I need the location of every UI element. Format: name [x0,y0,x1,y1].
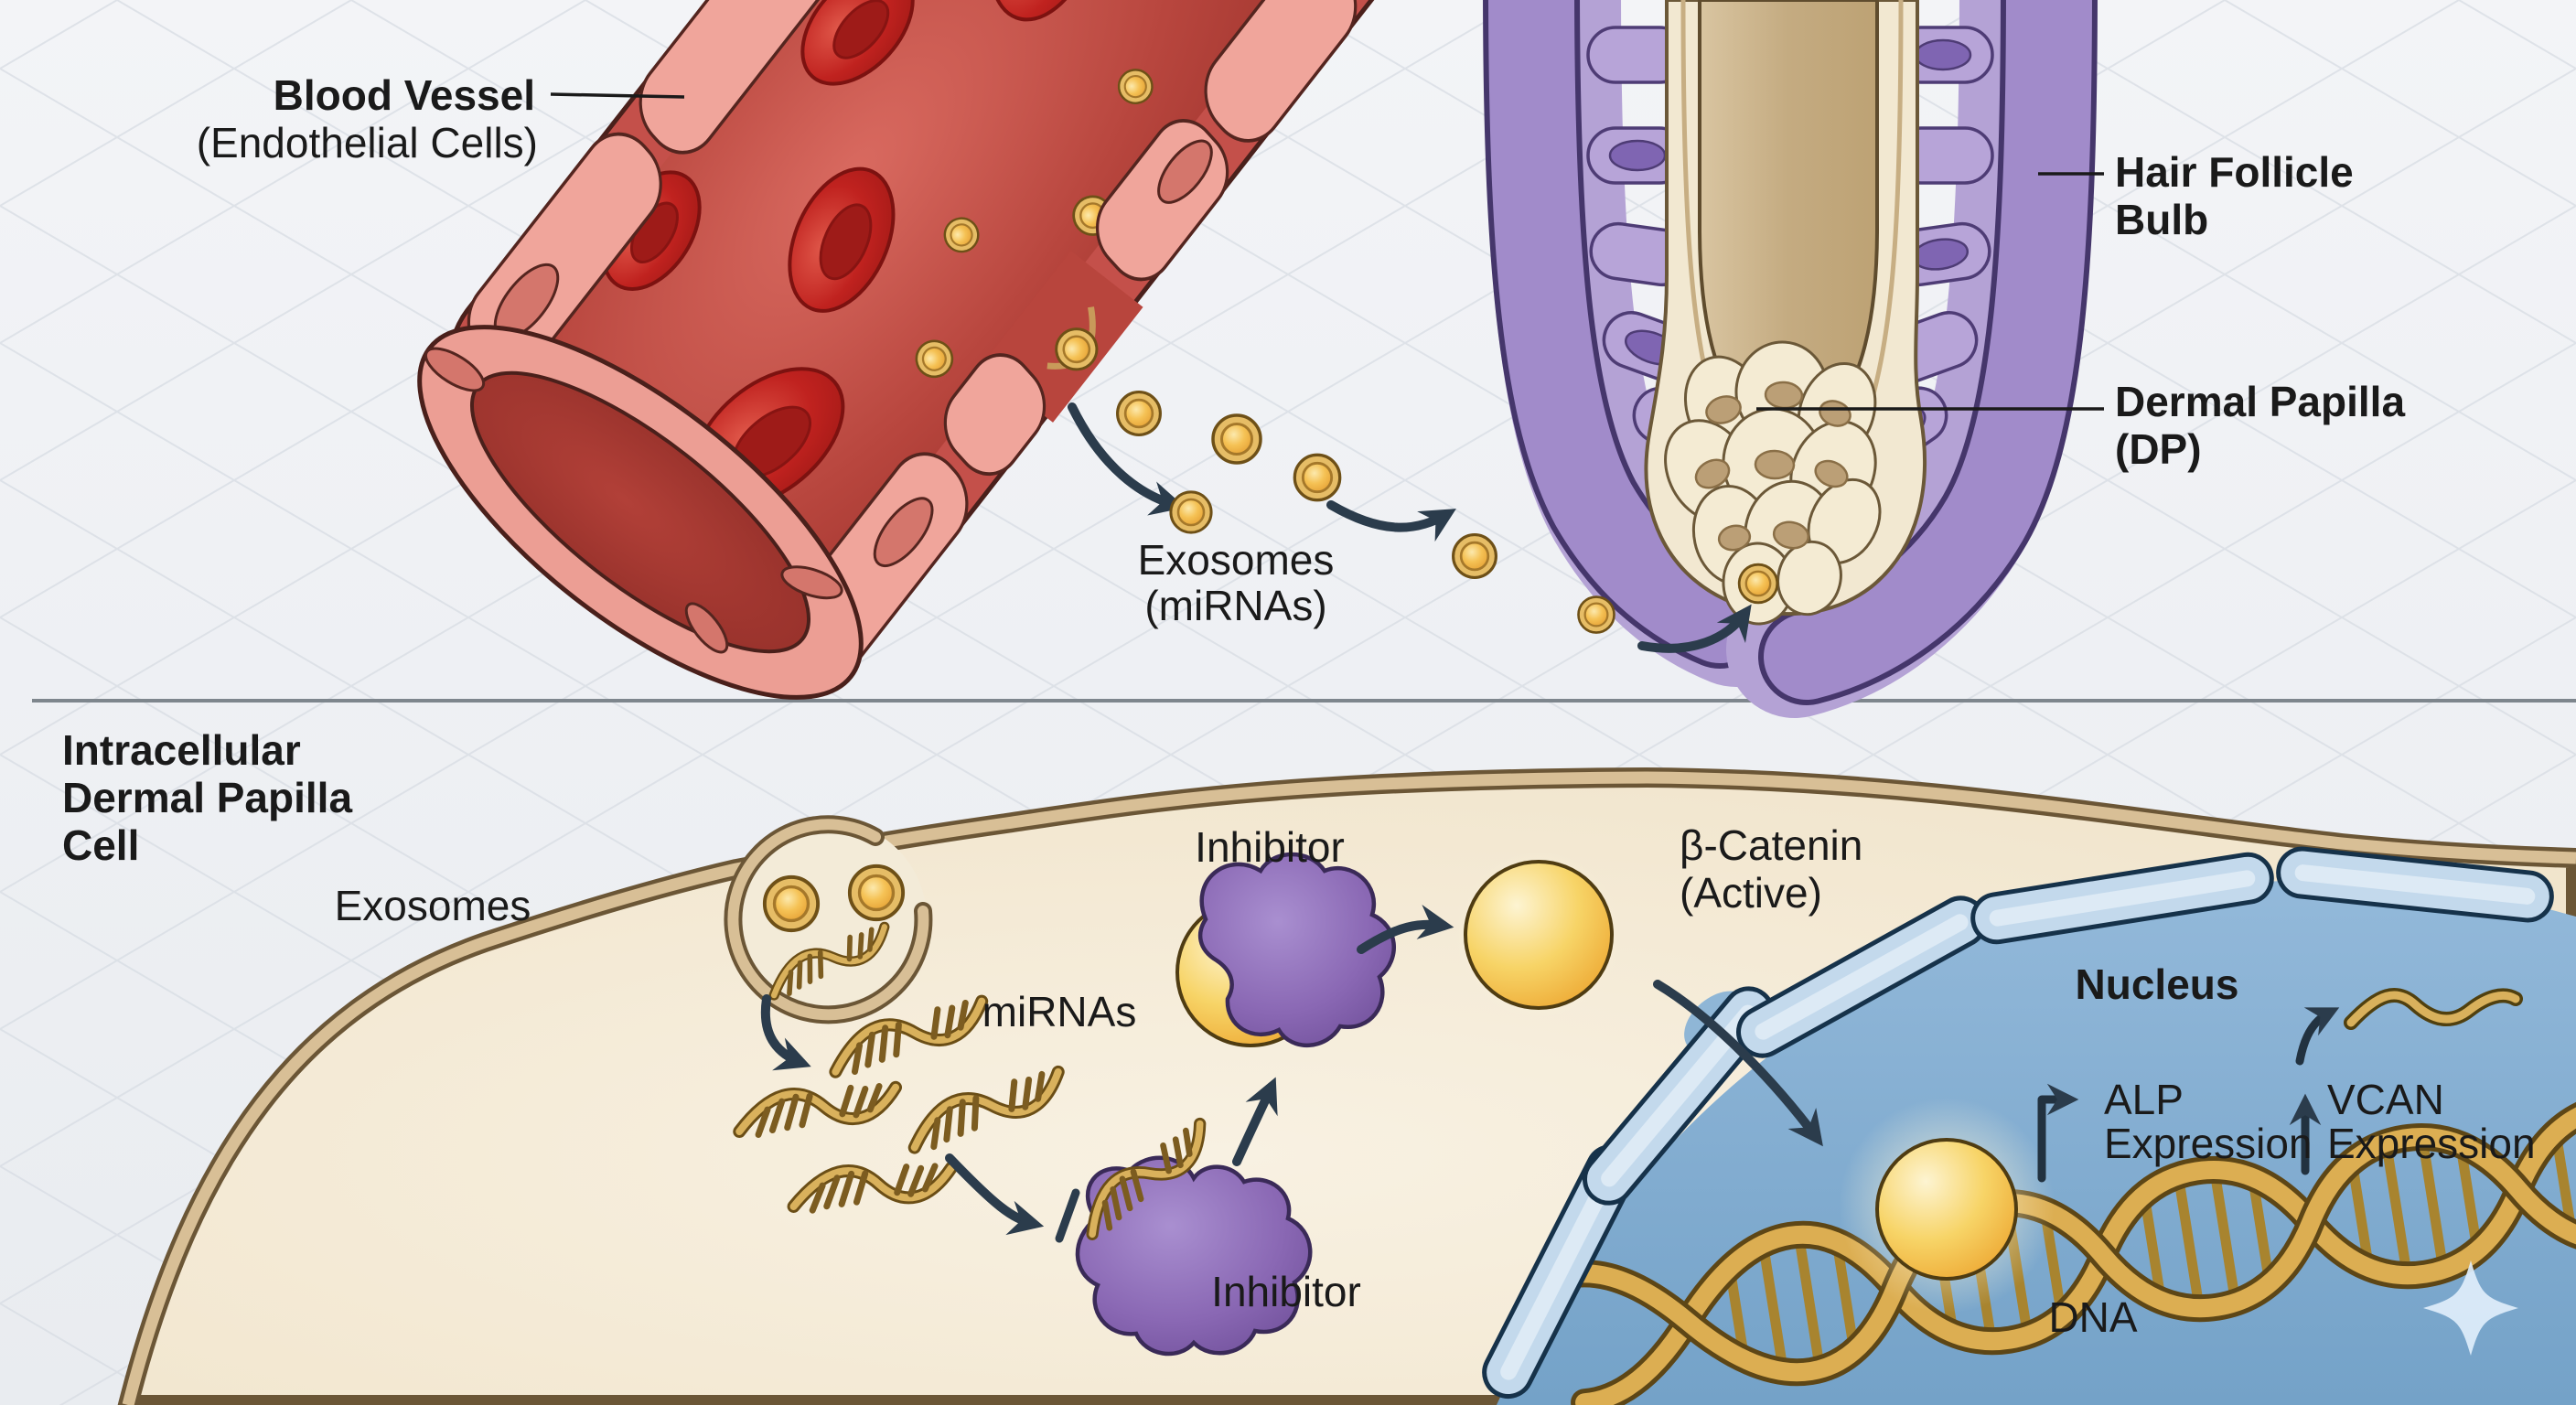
inhibitor-top-label: Inhibitor [1195,823,1345,871]
intracellular-label-line2: Dermal Papilla [62,774,352,821]
arrow-complex-to-active [1357,904,1454,954]
arrow-mirna-to-inhibitor [945,1153,1045,1236]
exosomes-mirnas-label-line2: (miRNAs) [1144,582,1326,629]
arrow-to-mrna [2295,1007,2340,1066]
exosomes-label: Exosomes [335,882,531,929]
hair-follicle-bulb [1483,0,2098,718]
exosome [1169,490,1213,534]
nuclear-envelope [1482,846,2554,1399]
dna-label: DNA [2048,1293,2137,1341]
bottom-labels: Intracellular Dermal Papilla Cell Exosom… [62,726,2536,1341]
alp-transcription-arrow [2037,1083,2079,1183]
dermal-papilla-label-line1: Dermal Papilla [2115,378,2405,425]
arrow-vessel-to-exosomes [1068,402,1186,516]
exosomes-mirnas-label-line1: Exosomes [1138,536,1335,584]
alp-label-line2: Expression [2104,1120,2313,1167]
follicle-left-band [1488,0,1763,663]
exosome-entering-follicle [1737,563,1779,605]
exosome [1293,453,1342,502]
blood-vessel-label-line2: (Endothelial Cells) [197,119,538,166]
dermal-papilla-cells [1664,340,1882,626]
inhibition-bar [1055,1188,1080,1243]
hair-follicle-label-line2: Bulb [2115,196,2208,243]
inhibitor-bottom-label: Inhibitor [1211,1268,1361,1315]
arrow-inhibitor-release [1232,1077,1278,1166]
alp-label-line1: ALP [2104,1076,2184,1123]
exosome [1116,391,1162,436]
cell-membrane [122,771,2576,1405]
dna-helix [1551,1090,2576,1405]
vessel-cut-rim [417,325,864,700]
beta-catenin-label-line2: (Active) [1680,869,1822,917]
endocytic-vesicle [724,815,933,1024]
sparkle-icon [2423,1260,2518,1356]
inhibitor-top [1197,852,1396,1047]
blood-vessel-label-line1: Blood Vessel [274,71,535,119]
top-labels: Blood Vessel (Endothelial Cells) Hair Fo… [197,71,2406,629]
exosome-in-vesicle [762,874,821,933]
dermal-papilla-label-line2: (DP) [2115,425,2202,473]
mirnas-label: miRNAs [982,988,1137,1035]
intracellular-label-line1: Intracellular [62,726,301,774]
vcan-label-line2: Expression [2327,1120,2536,1167]
vcan-label-line1: VCAN [2327,1076,2444,1123]
mrna-ribbon [2346,991,2520,1027]
vesicle-membrane [727,819,929,1021]
inhibitor-bottom [1075,1155,1313,1357]
vessel-lumen [512,0,1309,605]
nucleus [1482,846,2576,1405]
nucleus-label: Nucleus [2076,960,2239,1008]
exosome [1452,533,1497,579]
arrow-exosomes-right [1326,500,1456,542]
blood-vessel [417,0,1623,700]
exosome [1211,413,1262,465]
follicle-right-band [1764,0,2092,700]
dna-strand-a [1555,1127,2576,1382]
beta-catenin-active [1464,860,1614,1010]
exosome [1577,595,1615,634]
exosome-stream [1068,391,1779,653]
beta-catenin-on-dna [1875,1138,2018,1281]
arrow-exosome-into-follicle [1637,604,1752,653]
exosome-in-vesicle [847,863,906,922]
blood-vessel-leader [550,92,685,99]
hair-follicle-label-line1: Hair Follicle [2115,148,2354,196]
intracellular-label-line3: Cell [62,821,139,869]
beta-catenin-label-line1: β-Catenin [1680,821,1862,869]
arrow-beta-catenin-into-nucleus [1653,980,1823,1147]
arrow-vesicle-to-mirnas [760,994,811,1071]
